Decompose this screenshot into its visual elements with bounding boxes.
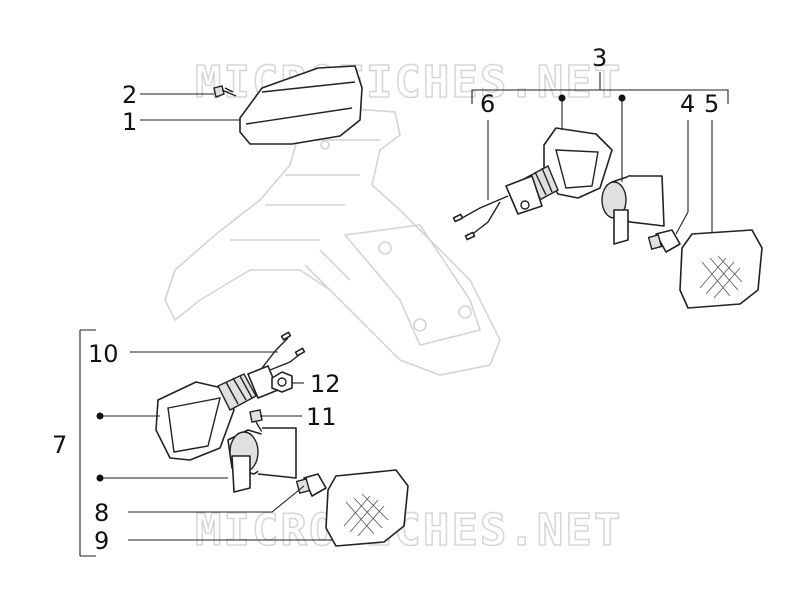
callout-5: 5 bbox=[704, 90, 719, 118]
callout-6: 6 bbox=[480, 90, 495, 118]
reference-dots bbox=[96, 94, 626, 482]
right-bulb bbox=[647, 229, 681, 253]
tail-light-screw bbox=[213, 85, 237, 98]
right-bulb-holder bbox=[601, 175, 665, 245]
left-lens bbox=[325, 469, 409, 547]
callout-2: 2 bbox=[122, 81, 137, 109]
left-bulb bbox=[295, 473, 327, 497]
left-screw bbox=[249, 409, 263, 433]
callout-labels: 2 1 3 6 4 5 10 12 11 7 8 9 bbox=[52, 44, 719, 555]
callout-11: 11 bbox=[306, 403, 337, 431]
right-indicator-assembly bbox=[452, 127, 613, 241]
callout-7: 7 bbox=[52, 431, 67, 459]
tail-light-housing bbox=[239, 65, 363, 145]
left-nut bbox=[271, 371, 293, 393]
left-bulb-holder bbox=[227, 427, 297, 493]
callout-12: 12 bbox=[310, 370, 341, 398]
callout-3: 3 bbox=[592, 44, 607, 72]
rear-fender-ghost bbox=[164, 104, 501, 376]
callout-1: 1 bbox=[122, 108, 137, 136]
callout-9: 9 bbox=[94, 527, 109, 555]
callout-4: 4 bbox=[680, 90, 695, 118]
right-lens bbox=[679, 229, 763, 309]
left-indicator-assembly bbox=[155, 331, 306, 461]
watermark-bottom: MICROFICHES.NET bbox=[195, 505, 622, 556]
callout-10: 10 bbox=[88, 340, 119, 368]
callout-8: 8 bbox=[94, 499, 109, 527]
leader-lines bbox=[79, 72, 729, 557]
